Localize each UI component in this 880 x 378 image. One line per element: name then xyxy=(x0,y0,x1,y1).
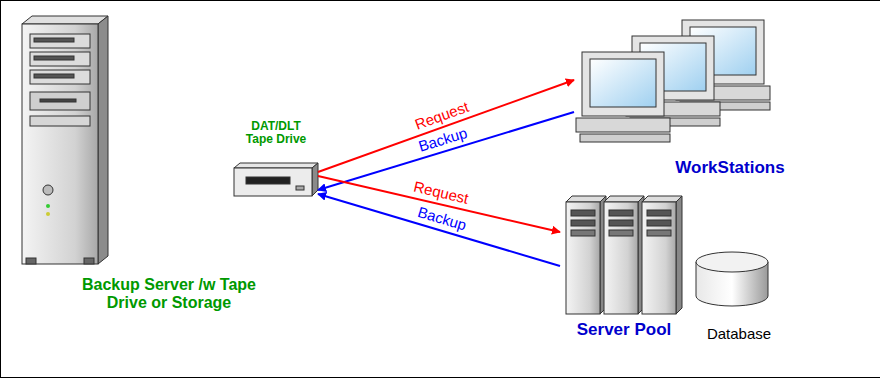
tape-drive xyxy=(234,163,318,196)
tape-drive: DAT/DLT Tape Drive xyxy=(234,120,318,198)
server-pool-label: Server Pool xyxy=(560,320,688,339)
backup-server: Backup Server /w Tape Drive or Storage xyxy=(20,14,112,268)
backup-arrow xyxy=(318,112,574,190)
database-cylinder xyxy=(696,252,768,306)
server-pool: Server Pool xyxy=(560,190,688,346)
database: Database xyxy=(692,248,786,348)
workstation-icons xyxy=(576,20,770,142)
request-arrow xyxy=(318,80,574,172)
backup-server-tower xyxy=(22,16,108,264)
workstations: WorkStations xyxy=(574,14,796,182)
backup-arrow xyxy=(318,194,560,266)
workstations-label: WorkStations xyxy=(660,158,800,177)
server-pool-towers xyxy=(566,196,682,314)
tape-drive-label: DAT/DLT Tape Drive xyxy=(239,120,313,147)
database-label: Database xyxy=(692,326,786,343)
backup-server-label: Backup Server /w Tape Drive or Storage xyxy=(74,276,264,312)
